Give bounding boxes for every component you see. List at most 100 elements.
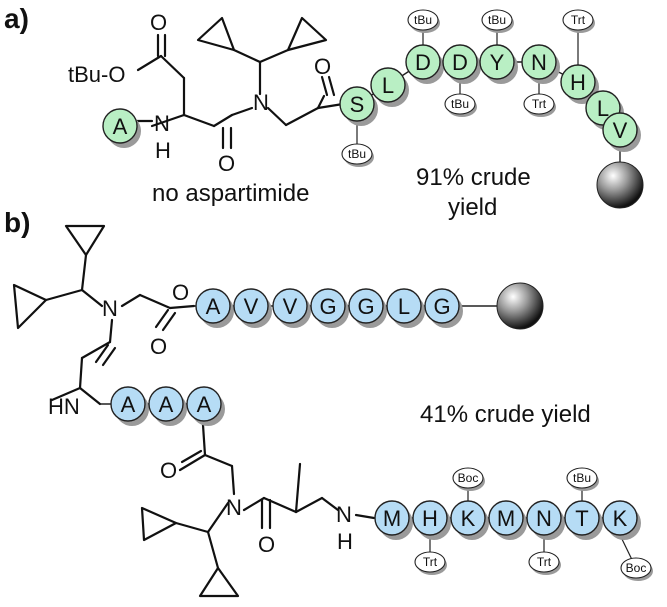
residue-b-top-6-label: L: [398, 294, 410, 319]
residue-b-bot-7-label: K: [613, 506, 628, 531]
residue-b-top-6: [386, 288, 422, 324]
residue-a-start-label: A: [113, 114, 128, 139]
residue-a-1-label: S: [350, 92, 365, 117]
amide-o: O: [218, 151, 235, 176]
residue-b-bot-3: [450, 500, 486, 536]
panel-b-o1: O: [172, 280, 189, 305]
yield-note-a-line2: yield: [448, 194, 497, 221]
residue-b-top-4-label: G: [319, 294, 336, 319]
residue-a-9: [602, 112, 638, 148]
pg-b-k1: [452, 467, 484, 489]
pg-b-h-label: Trt: [423, 555, 438, 569]
pg-b-t-label: tBu: [573, 471, 591, 485]
residue-b-top-7: [424, 288, 460, 324]
residue-b-bot-7: [602, 500, 638, 536]
pg-b-t: [566, 467, 598, 489]
pg-b-h: [414, 551, 446, 573]
residue-b-top-1-label: A: [206, 294, 221, 319]
amide-n: N: [253, 90, 269, 115]
residue-a-7: [560, 64, 596, 100]
pg-b-k2: [620, 557, 652, 579]
residue-a-2: [370, 67, 406, 103]
resin-bead-b: [496, 282, 544, 330]
residue-b-top-3: [272, 288, 308, 324]
residue-b-mid-3-label: A: [197, 392, 212, 417]
pg-a-s: [341, 143, 373, 165]
resin-bead-a: [596, 161, 644, 209]
nh-n: N: [154, 111, 170, 136]
residue-b-top-3-label: V: [283, 294, 298, 319]
pg-a-d1-label: tBu: [414, 13, 432, 27]
residue-a-8-label: L: [597, 96, 609, 121]
panel-b-o3: O: [160, 458, 177, 483]
residue-b-bot-1-label: M: [383, 506, 401, 531]
residue-a-5-label: Y: [490, 50, 505, 75]
residue-a-6-label: N: [531, 50, 547, 75]
pg-a-h: [562, 9, 594, 31]
residue-b-bot-1: [374, 500, 410, 536]
residue-b-top-5-label: G: [357, 294, 374, 319]
panel-b-label: b): [4, 207, 30, 238]
nh-h: H: [155, 138, 171, 163]
residue-b-mid-3: [186, 386, 222, 422]
panel-b-n2: N: [226, 495, 242, 520]
panel-b-bonds: [12, 224, 376, 598]
residue-a-1: [339, 86, 375, 122]
pg-a-s-label: tBu: [348, 147, 366, 161]
residue-b-bot-3-label: K: [461, 506, 476, 531]
panel-b-hn: HN: [48, 394, 80, 419]
panel-b-o4: O: [258, 532, 275, 557]
residue-b-bot-2: [412, 500, 448, 536]
pg-b-k2-label: Boc: [626, 561, 647, 575]
panel-b-o2: O: [150, 334, 167, 359]
yield-note-b: 41% crude yield: [420, 401, 591, 428]
yield-note-a-line1: 91% crude: [416, 164, 531, 191]
residue-b-mid-1-label: A: [121, 392, 136, 417]
residue-b-bot-5-label: N: [536, 506, 552, 531]
residue-a-3: [405, 44, 441, 80]
residue-a-5: [479, 44, 515, 80]
residue-a-start: [102, 108, 138, 144]
residue-b-mid-2: [148, 386, 184, 422]
glycine-carbonyl-o: O: [314, 54, 331, 79]
residue-b-bot-2-label: H: [422, 506, 438, 531]
panel-a-label: a): [4, 3, 29, 34]
residue-a-3-label: D: [415, 50, 431, 75]
pg-a-d1: [407, 9, 439, 31]
residue-b-bot-5: [526, 500, 562, 536]
residue-a-7-label: H: [570, 70, 586, 95]
residue-a-9-label: V: [613, 118, 628, 143]
pg-a-n-label: Trt: [532, 97, 547, 111]
panel-b-nh-n: N: [336, 502, 352, 527]
residue-b-top-2-label: V: [244, 294, 259, 319]
residue-b-mid-1: [110, 386, 146, 422]
pg-b-k1-label: Boc: [458, 471, 479, 485]
pg-a-d2: [444, 93, 476, 115]
residue-b-top-5: [348, 288, 384, 324]
residue-a-4: [442, 44, 478, 80]
pg-a-y-label: tBu: [488, 13, 506, 27]
residue-b-top-7-label: G: [433, 294, 450, 319]
residue-b-bot-4: [488, 500, 524, 536]
pg-a-y: [481, 9, 513, 31]
pg-a-n: [523, 93, 555, 115]
residue-b-top-2: [233, 288, 269, 324]
residue-b-mid-2-label: A: [159, 392, 174, 417]
pg-a-h-label: Trt: [571, 13, 586, 27]
tbu-ester-label: tBu-O: [68, 62, 125, 87]
residue-b-top-4: [310, 288, 346, 324]
panel-b-nh-h: H: [337, 529, 353, 554]
pg-b-n: [528, 551, 560, 573]
residue-b-top-1: [195, 288, 231, 324]
residue-b-bot-4-label: M: [497, 506, 515, 531]
residue-b-bot-6: [564, 500, 600, 536]
pg-b-n-label: Trt: [537, 555, 552, 569]
residue-a-2-label: L: [382, 73, 394, 98]
residue-b-bot-6-label: T: [575, 506, 588, 531]
panel-a-bonds: [135, 16, 345, 150]
residue-a-4-label: D: [452, 50, 468, 75]
